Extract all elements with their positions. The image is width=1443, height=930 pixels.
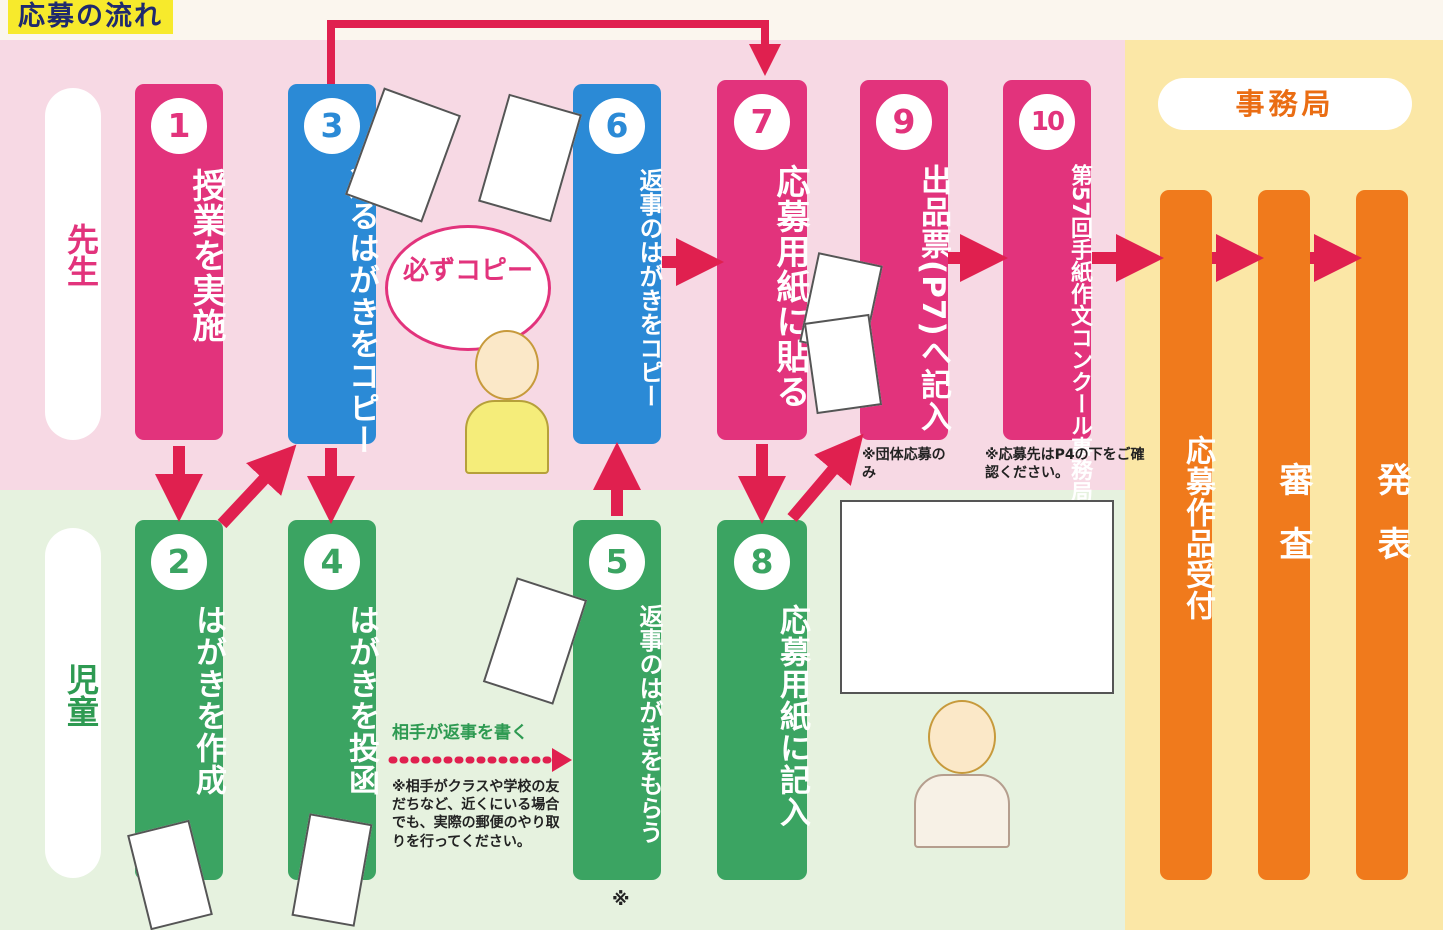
- reply-label: 相手が返事を書く: [392, 723, 528, 743]
- step-5: 5 返事のはがきをもらう: [573, 520, 663, 880]
- arrow-reply-head: [552, 748, 572, 772]
- step-8: 8 応募用紙に記入: [717, 520, 810, 880]
- step-5-number: 5: [589, 534, 645, 590]
- step-4-number: 4: [304, 534, 360, 590]
- step-9-note: ※団体応募のみ: [862, 447, 946, 482]
- speech-bubble-text: 必ずコピー: [402, 256, 533, 286]
- step-7-label: 応募用紙に貼る: [770, 164, 810, 409]
- speech-bubble: [385, 225, 551, 351]
- step-5-label: 返事のはがきをもらう: [635, 604, 663, 844]
- office-step-announce: 発表: [1356, 190, 1411, 880]
- page-title: 応募の流れ: [8, 0, 173, 34]
- step-8-number: 8: [734, 534, 790, 590]
- student-role-label: 児童: [62, 663, 100, 727]
- arrow-3-to-7: [327, 20, 781, 84]
- step-3-number: 3: [304, 98, 360, 154]
- step-2-label: はがきを作成: [190, 604, 226, 796]
- step-9-number: 9: [876, 94, 932, 150]
- step-6: 6 返事のはがきをコピー: [573, 84, 663, 444]
- office-step-announce-label: 発表: [1371, 462, 1411, 590]
- reply-note: ※相手がクラスや学校の友だちなど、近くにいる場合でも、実際の郵便のやり取りを行っ…: [392, 779, 560, 850]
- step-2-number: 2: [151, 534, 207, 590]
- step-6-number: 6: [589, 98, 645, 154]
- student-role-box: 児童: [45, 528, 101, 878]
- step-7-number: 7: [734, 94, 790, 150]
- teacher-role-label: 先生: [62, 223, 100, 287]
- step-9-label: 出品票(P7)へ記入: [915, 164, 951, 433]
- office-step-receive: 応募作品受付: [1160, 190, 1215, 880]
- office-step-review-label: 審査: [1273, 462, 1313, 590]
- arrow-2-to-3: [217, 444, 297, 529]
- step-10-note: ※応募先はP4の下をご確認ください。: [985, 447, 1145, 482]
- step-5-note-mark: ※: [612, 889, 630, 910]
- step-10-number: 10: [1019, 94, 1075, 150]
- step-8-label: 応募用紙に記入: [774, 604, 810, 828]
- step-3: 3 送るはがきをコピー: [288, 84, 379, 456]
- step-6-label: 返事のはがきをコピー: [635, 168, 663, 408]
- step-2: 2 はがきを作成: [135, 520, 226, 880]
- step-4-label: はがきを投函: [343, 604, 379, 796]
- step-1-number: 1: [151, 98, 207, 154]
- step-1: 1 授業を実施: [135, 84, 226, 440]
- teacher-role-box: 先生: [45, 88, 101, 440]
- office-header: 事務局: [1158, 78, 1412, 130]
- office-step-review: 審査: [1258, 190, 1313, 880]
- arrow-8-to-9: [787, 433, 864, 522]
- application-form-image: [840, 500, 1114, 694]
- step-7: 7 応募用紙に貼る: [717, 80, 810, 440]
- step-1-label: 授業を実施: [186, 168, 226, 343]
- step-3-label: 送るはがきをコピー: [343, 168, 379, 456]
- office-step-receive-label: 応募作品受付: [1180, 435, 1215, 621]
- teacher-illustration: [455, 330, 555, 474]
- student-illustration: [900, 700, 1020, 860]
